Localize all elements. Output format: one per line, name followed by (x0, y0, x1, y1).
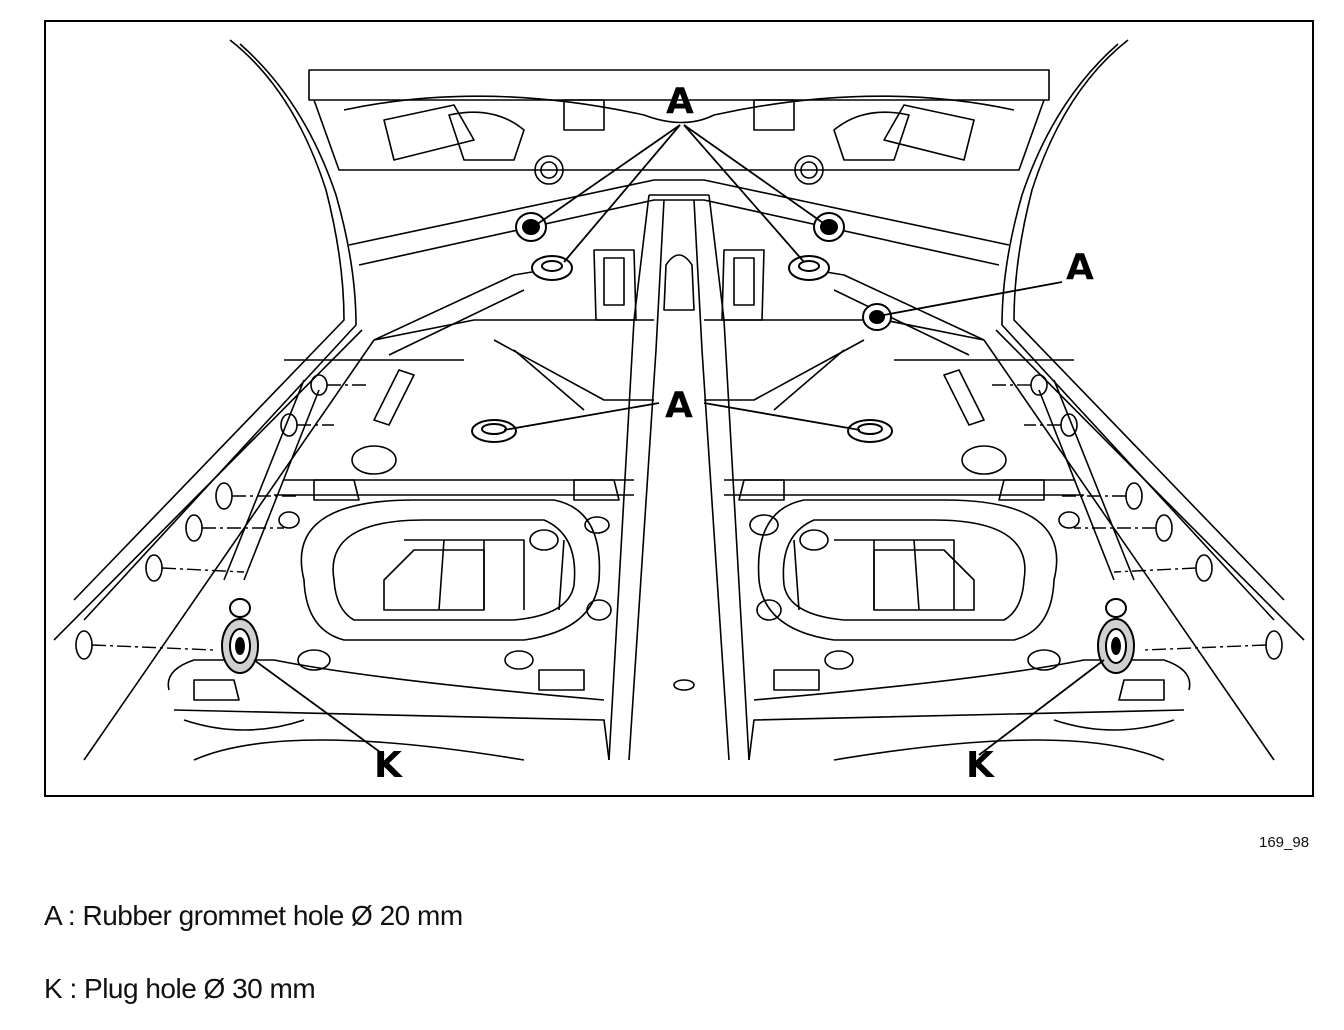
plug-holes (221, 598, 1135, 674)
callout-a-right: A (1066, 247, 1094, 288)
body-structure (53, 39, 1305, 761)
vehicle-underbody-diagram (44, 20, 1314, 797)
callout-a-top: A (666, 81, 694, 122)
callout-a-center: A (665, 385, 693, 426)
underbody-drawing (44, 20, 1314, 797)
leader-lines (253, 124, 1105, 756)
callout-k-left: K (374, 745, 402, 786)
rubber-grommets (471, 212, 893, 443)
callout-k-right: K (966, 745, 994, 786)
legend-item-k: K : Plug hole Ø 30 mm (44, 973, 316, 1004)
legend-item-a: A : Rubber grommet hole Ø 20 mm (44, 900, 463, 931)
figure-frame (44, 20, 1314, 797)
figure-reference-number: 169_98 (1259, 834, 1310, 851)
